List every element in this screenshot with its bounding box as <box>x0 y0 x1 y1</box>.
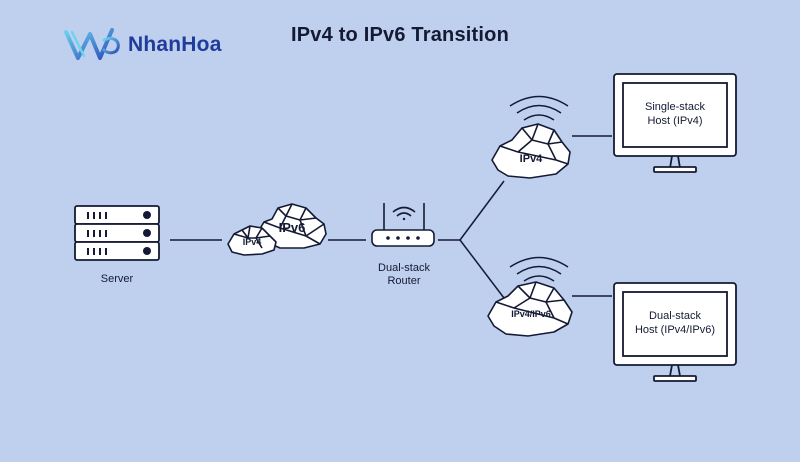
cloud-ipv4-top-icon <box>491 123 571 179</box>
connection-lines <box>170 135 612 299</box>
cloud-ipv6-icon <box>257 203 327 249</box>
cloud-dual-stack-icon <box>487 281 573 337</box>
brand-logo-icon <box>64 28 120 60</box>
cloud-ipv4-left-icon <box>227 225 277 256</box>
brand-name: NhanHoa <box>128 33 222 56</box>
cloud-ipv6-label: IPv6 <box>278 220 306 235</box>
monitor-top-icon <box>613 73 737 173</box>
cloud-ipv4-left-label: IPv4 <box>242 237 262 247</box>
host-bottom-line2: Host (IPv4/IPv6) <box>634 324 716 336</box>
cloud-dual-stack-label: IPv4/IPv6 <box>511 309 551 319</box>
server-icon <box>74 205 160 261</box>
server-label: Server <box>100 273 134 285</box>
diagram-title: IPv4 to IPv6 Transition <box>291 24 509 46</box>
wifi-signal-bottom-icon <box>509 256 569 282</box>
cloud-ipv4-top-label: IPv4 <box>519 153 543 165</box>
router-label-line1: Dual-stack <box>378 262 430 274</box>
wifi-signal-top-icon <box>509 95 569 121</box>
host-top-line1: Single-stack <box>645 101 705 113</box>
monitor-bottom-icon <box>613 282 737 382</box>
host-bottom-line1: Dual-stack <box>649 310 701 322</box>
router-icon <box>371 203 435 247</box>
router-label-line2: Router <box>387 275 421 287</box>
host-top-line2: Host (IPv4) <box>647 115 703 127</box>
